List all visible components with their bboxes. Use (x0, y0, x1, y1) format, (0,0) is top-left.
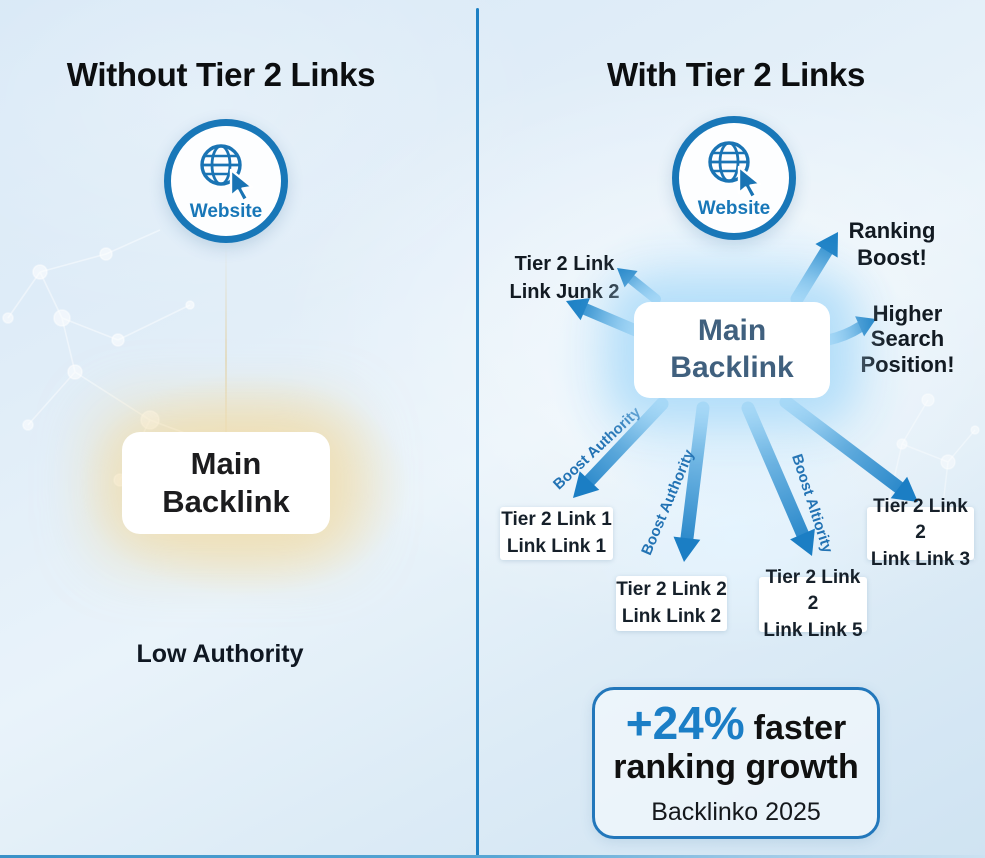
stat-suffix: faster (753, 709, 847, 748)
website-badge-left: Website (164, 119, 288, 243)
bottom-accent-strip (0, 855, 985, 858)
tier2-link-box-2: Tier 2 Link 2 Link Link 2 (616, 576, 727, 631)
stat-headline-line2: ranking growth (613, 748, 859, 787)
tier2-link-box-4: Tier 2 Link 2 Link Link 3 (867, 496, 974, 570)
stat-value: +24% (625, 697, 745, 750)
globe-cursor-icon (200, 143, 254, 202)
callout-tier2-top-left: Tier 2 Link Link Junk 2 (509, 253, 620, 304)
stat-source: Backlinko 2025 (651, 797, 821, 826)
tier2-link-box-3: Tier 2 Link 2 Link Link 5 (759, 567, 867, 641)
low-authority-caption: Low Authority (136, 640, 304, 668)
globe-cursor-icon (708, 140, 762, 199)
left-panel-title: Without Tier 2 Links (66, 56, 376, 94)
main-backlink-box-right: Main Backlink (634, 302, 830, 398)
website-label: Website (697, 197, 771, 219)
stat-headline: +24%faster (626, 699, 847, 747)
callout-ranking-boost: Ranking Boost! (848, 218, 936, 271)
panel-divider (476, 8, 479, 858)
website-badge-right: Website (672, 116, 796, 240)
right-panel-title: With Tier 2 Links (606, 56, 866, 94)
website-label: Website (189, 200, 263, 222)
callout-higher-search-position: Higher Search Position! (860, 301, 955, 377)
connector-line (225, 245, 227, 435)
stat-card: +24%faster ranking growth Backlinko 2025 (592, 687, 880, 839)
main-backlink-box-left: Main Backlink (122, 432, 330, 534)
tier2-link-box-1: Tier 2 Link 1 Link Link 1 (500, 507, 613, 560)
